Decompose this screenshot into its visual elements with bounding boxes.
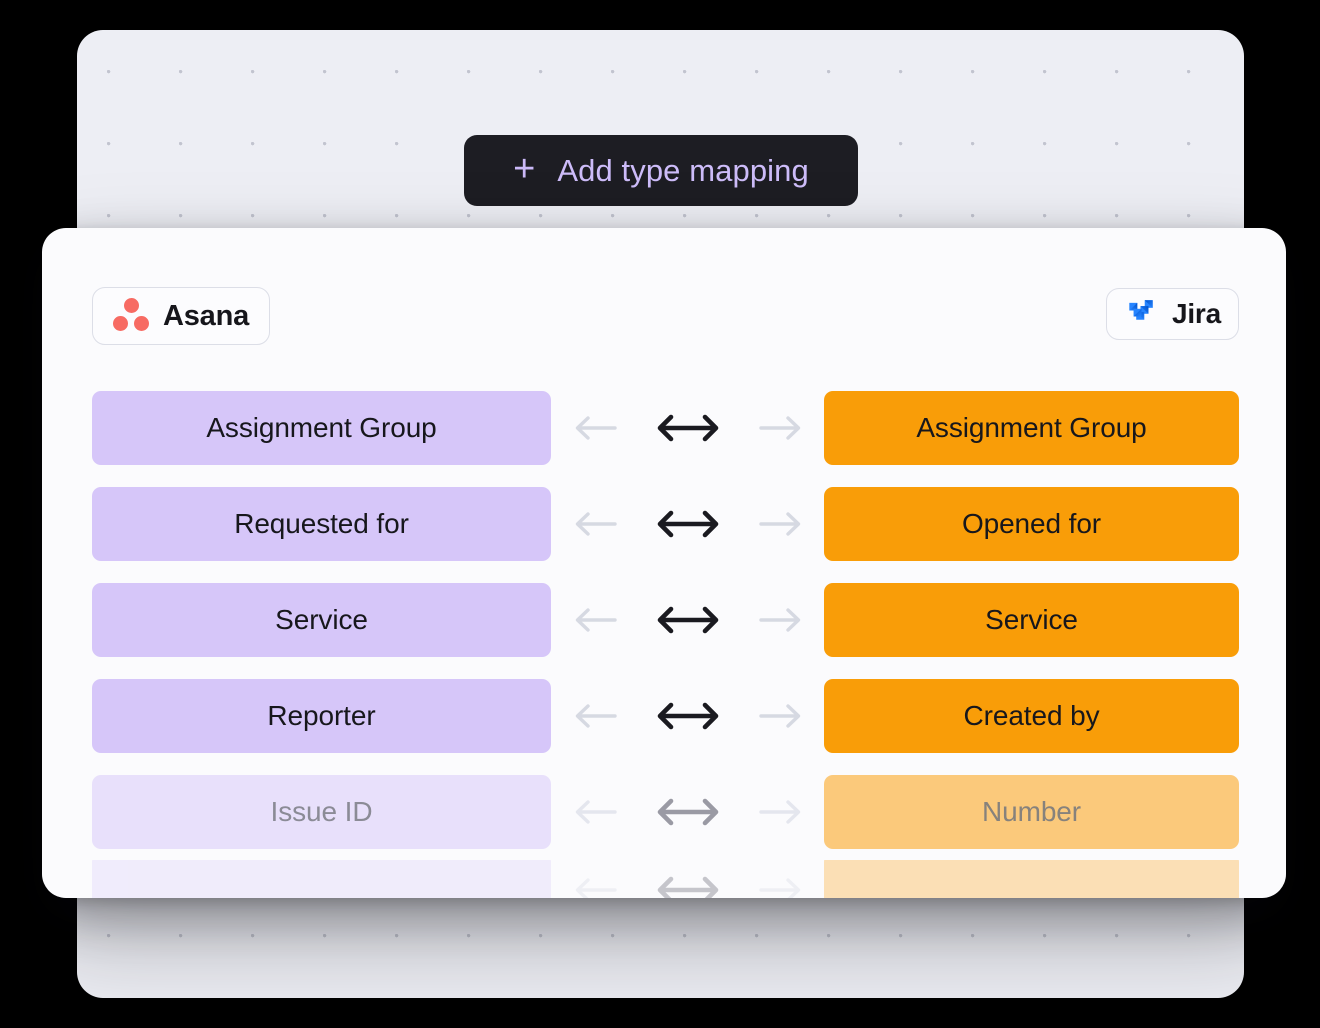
arrow-both-icon[interactable] bbox=[655, 793, 721, 831]
source-field-chip[interactable] bbox=[92, 860, 551, 898]
source-field-chip[interactable]: Service bbox=[92, 583, 551, 657]
mapping-row[interactable]: Service Service bbox=[42, 572, 1286, 668]
arrow-right-icon[interactable] bbox=[757, 507, 805, 541]
direction-controls bbox=[551, 409, 824, 447]
mapping-row[interactable]: Assignment Group Assignment Group bbox=[42, 380, 1286, 476]
arrow-left-icon[interactable] bbox=[571, 873, 619, 898]
target-app-badge-jira[interactable]: Jira bbox=[1105, 288, 1239, 340]
asana-logo-icon bbox=[113, 298, 149, 334]
target-field-chip[interactable]: Service bbox=[824, 583, 1239, 657]
mapping-row-list: Assignment Group Assignment Group Reque bbox=[42, 380, 1286, 898]
card-header: Asana bbox=[42, 228, 1286, 380]
direction-controls bbox=[551, 697, 824, 735]
arrow-right-icon[interactable] bbox=[757, 411, 805, 445]
mapping-row[interactable]: Reporter Created by bbox=[42, 668, 1286, 764]
target-field-chip[interactable]: Assignment Group bbox=[824, 391, 1239, 465]
mapping-row[interactable] bbox=[42, 860, 1286, 898]
plus-icon: + bbox=[513, 147, 536, 190]
arrow-both-icon[interactable] bbox=[655, 697, 721, 735]
arrow-both-icon[interactable] bbox=[655, 505, 721, 543]
arrow-both-icon[interactable] bbox=[655, 601, 721, 639]
arrow-right-icon[interactable] bbox=[757, 699, 805, 733]
source-app-name: Asana bbox=[163, 299, 250, 332]
mapping-row[interactable]: Requested for Opened for bbox=[42, 476, 1286, 572]
add-type-mapping-label: Add type mapping bbox=[557, 152, 809, 188]
arrow-left-icon[interactable] bbox=[571, 699, 619, 733]
source-field-chip[interactable]: Reporter bbox=[92, 679, 551, 753]
source-field-chip[interactable]: Assignment Group bbox=[92, 391, 551, 465]
source-field-chip[interactable]: Requested for bbox=[92, 487, 551, 561]
direction-controls bbox=[551, 871, 824, 898]
arrow-both-icon[interactable] bbox=[655, 409, 721, 447]
target-field-chip[interactable] bbox=[824, 860, 1239, 898]
arrow-left-icon[interactable] bbox=[571, 795, 619, 829]
target-field-chip[interactable]: Number bbox=[824, 775, 1239, 849]
direction-controls bbox=[551, 793, 824, 831]
source-app-badge-asana[interactable]: Asana bbox=[92, 287, 271, 345]
arrow-right-icon[interactable] bbox=[757, 873, 805, 898]
arrow-left-icon[interactable] bbox=[571, 603, 619, 637]
add-type-mapping-button[interactable]: + Add type mapping bbox=[464, 135, 858, 206]
source-field-chip[interactable]: Issue ID bbox=[92, 775, 551, 849]
arrow-right-icon[interactable] bbox=[757, 603, 805, 637]
jira-logo-icon bbox=[1124, 297, 1158, 331]
arrow-left-icon[interactable] bbox=[571, 507, 619, 541]
direction-controls bbox=[551, 601, 824, 639]
direction-controls bbox=[551, 505, 824, 543]
target-field-chip[interactable]: Created by bbox=[824, 679, 1239, 753]
arrow-both-icon[interactable] bbox=[655, 871, 721, 898]
arrow-right-icon[interactable] bbox=[757, 795, 805, 829]
type-mapping-card: Asana bbox=[42, 228, 1286, 898]
target-app-name: Jira bbox=[1171, 298, 1221, 329]
arrow-left-icon[interactable] bbox=[571, 411, 619, 445]
target-field-chip[interactable]: Opened for bbox=[824, 487, 1239, 561]
mapping-row[interactable]: Issue ID Number bbox=[42, 764, 1286, 860]
